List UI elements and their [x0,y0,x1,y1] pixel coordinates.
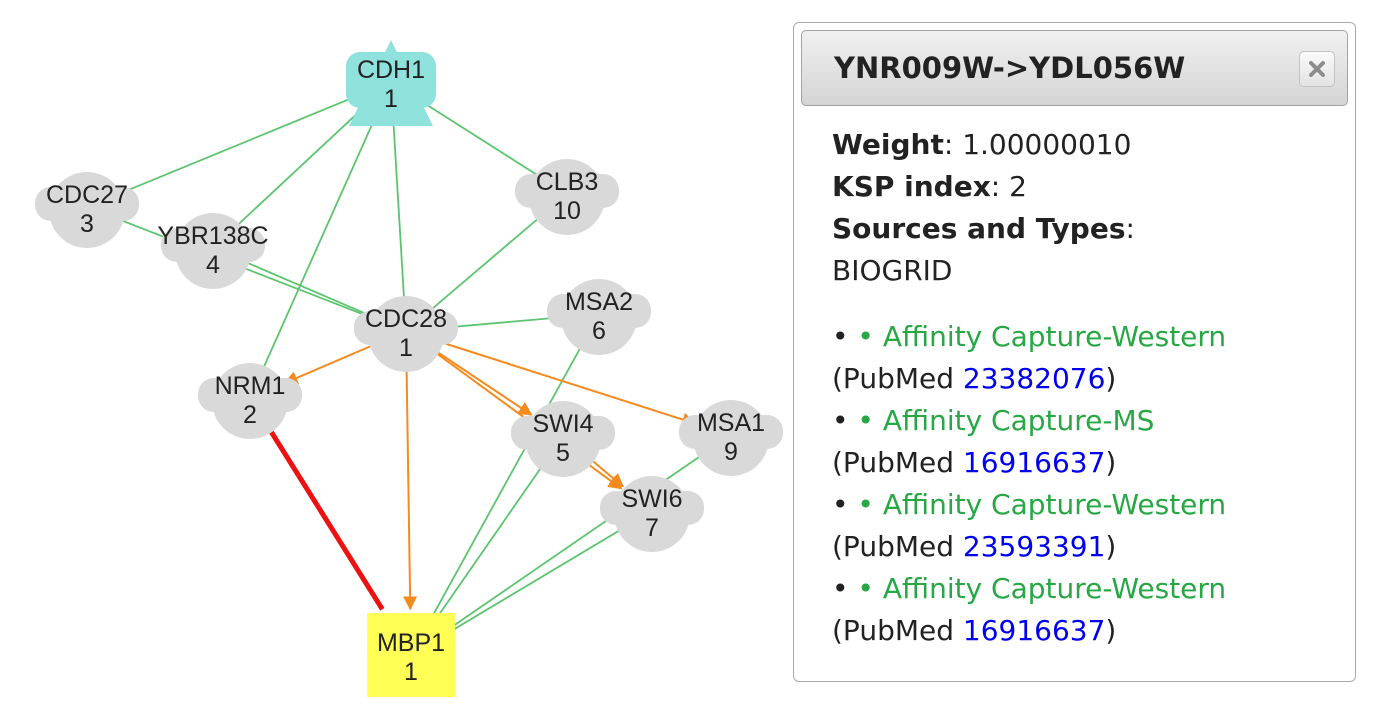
sources-label: Sources and Types [832,212,1126,245]
bullet-icon: • [832,572,849,605]
node-label: CDH1 [357,56,425,84]
node-label: MSA2 [565,288,633,316]
source-type: Affinity Capture-MS [882,404,1155,437]
edge-nrm1-mbp1[interactable] [247,396,385,611]
source-pubmed: (PubMed 16916637) [832,442,1342,484]
node-index: 10 [553,197,581,225]
panel-body: Weight: 1.00000010 KSP index: 2 Sources … [832,124,1342,652]
pubmed-prefix: (PubMed [832,446,963,479]
node-label: MBP1 [377,629,445,657]
source-item: • • Affinity Capture-Western [832,568,1342,610]
bullet-icon: • [832,404,849,437]
node-index: 1 [404,658,418,686]
bullet-icon: • [832,320,849,353]
sources-row: Sources and Types: [832,212,1135,245]
weight-row: Weight: 1.00000010 [832,128,1132,161]
node-index: 3 [80,210,94,238]
node-label: CDC27 [46,181,128,209]
node-label: SWI6 [621,485,682,513]
source-pubmed: (PubMed 23382076) [832,358,1342,400]
node-label: CLB3 [536,168,599,196]
source-type: Affinity Capture-Western [882,488,1227,521]
panel-title: YNR009W->YDL056W [834,51,1186,85]
node-index: 4 [206,251,220,279]
edges-layer [86,81,732,656]
bullet-icon: • [832,488,849,521]
ksp-row: KSP index: 2 [832,170,1027,203]
green-bullet-icon: • [857,572,874,605]
source-item: • • Affinity Capture-Western [832,316,1342,358]
green-bullet-icon: • [857,488,874,521]
edge-cdc28-mbp1[interactable] [403,330,418,611]
ksp-label: KSP index [832,170,991,203]
source-db: BIOGRID [832,254,953,287]
panel-header[interactable]: YNR009W->YDL056W [801,30,1348,106]
node-label: MSA1 [697,409,765,437]
pubmed-suffix: ) [1105,614,1117,647]
source-item: • • Affinity Capture-MS [832,400,1342,442]
green-bullet-icon: • [857,404,874,437]
edge-cdh1-nrm1[interactable] [249,81,392,399]
pubmed-prefix: (PubMed [832,614,963,647]
source-item: • • Affinity Capture-Western [832,484,1342,526]
source-type: Affinity Capture-Western [882,320,1227,353]
pubmed-suffix: ) [1105,362,1117,395]
edge-msa2-mbp1[interactable] [410,313,600,656]
node-index: 2 [243,401,257,429]
close-button[interactable] [1299,51,1335,87]
edge-msa1-mbp1[interactable] [410,434,732,656]
source-pubmed: (PubMed 23593391) [832,526,1342,568]
ksp-value: 2 [1009,170,1027,203]
edge-cdh1-cdc27[interactable] [86,81,392,208]
edge-cdc27-cdc28[interactable] [86,206,407,332]
pubmed-prefix: (PubMed [832,530,963,563]
pubmed-link[interactable]: 16916637 [962,614,1106,647]
pubmed-link[interactable]: 23593391 [962,530,1106,563]
pubmed-link[interactable]: 16916637 [962,446,1106,479]
pubmed-prefix: (PubMed [832,362,963,395]
node-index: 1 [384,85,398,113]
weight-label: Weight [832,128,944,161]
pubmed-suffix: ) [1105,446,1117,479]
edge-cdc28-msa1[interactable] [405,330,697,427]
node-index: 7 [645,514,659,542]
sources-list: • • Affinity Capture-Western (PubMed 233… [832,316,1342,652]
node-label: CDC28 [365,305,447,333]
node-label: SWI4 [532,410,593,438]
pubmed-suffix: ) [1105,530,1117,563]
pubmed-link[interactable]: 23382076 [962,362,1106,395]
source-type: Affinity Capture-Western [882,572,1227,605]
node-index: 9 [724,438,738,466]
node-label: YBR138C [157,222,268,250]
weight-value: 1.00000010 [962,128,1132,161]
node-index: 1 [399,334,413,362]
node-index: 5 [556,439,570,467]
edge-details-panel: YNR009W->YDL056W Weight: 1.00000010 KSP … [793,22,1356,682]
node-label: NRM1 [215,372,286,400]
close-icon [1309,61,1325,77]
source-pubmed: (PubMed 16916637) [832,610,1342,652]
node-index: 6 [592,317,606,345]
green-bullet-icon: • [857,320,874,353]
